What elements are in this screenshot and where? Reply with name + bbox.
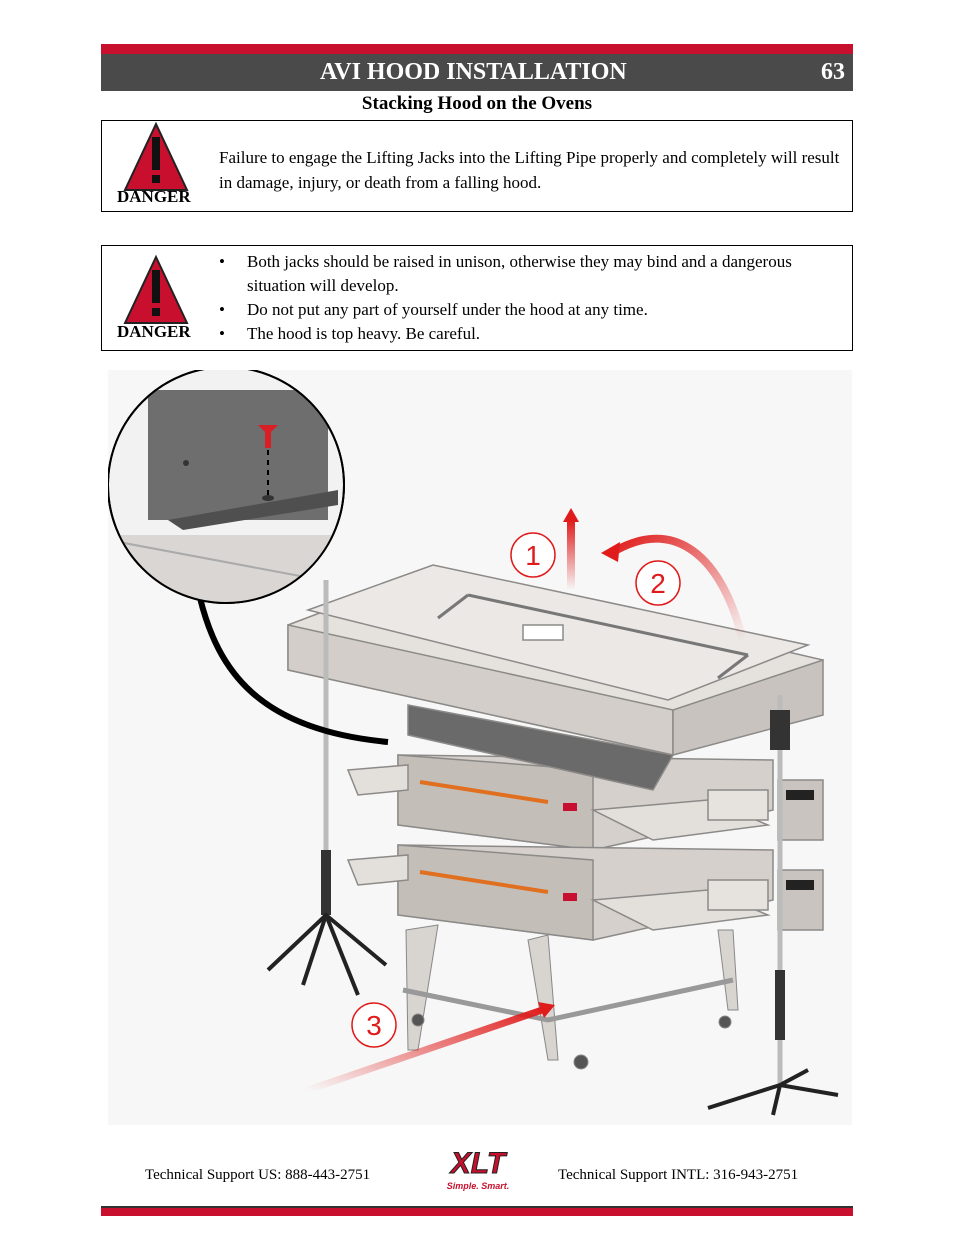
danger-item: Do not put any part of yourself under th…: [219, 298, 840, 322]
step-1-circle: [510, 532, 556, 578]
warning-triangle-icon: [123, 254, 189, 324]
section-title: AVI HOOD INSTALLATION: [320, 59, 627, 85]
danger-item: Both jacks should be raised in unison, o…: [219, 250, 840, 298]
oven-stack: [346, 754, 824, 941]
avi-hood: [287, 564, 824, 791]
top-red-rule: [101, 44, 853, 54]
step-3-circle: [351, 1002, 397, 1048]
zoom-detail: [108, 370, 345, 604]
step-3-label: 3: [366, 1010, 382, 1041]
lifting-jacks: [266, 580, 839, 1116]
hood-stacking-illustration: 1 2 3: [108, 370, 852, 1125]
svg-text:Simple. Smart.: Simple. Smart.: [447, 1181, 510, 1191]
danger-label: DANGER: [117, 187, 191, 206]
step-2-label: 2: [650, 568, 666, 599]
warning-triangle-icon: [123, 121, 189, 191]
step-2-circle: [635, 560, 681, 606]
footer-support-intl: Technical Support INTL: 316-943-2751: [558, 1167, 799, 1183]
danger-text: Failure to engage the Lifting Jacks into…: [219, 148, 840, 192]
danger-box-lifting: DANGER Both jacks should be raised in un…: [101, 245, 853, 351]
xlt-logo: XLT Simple. Smart.: [447, 1147, 510, 1192]
danger-item: The hood is top heavy. Be careful.: [219, 322, 840, 346]
step-1-label: 1: [525, 540, 541, 571]
bottom-red-rule: [101, 1206, 853, 1216]
step-callouts: 1 2 3: [351, 532, 681, 1048]
page-number: 63: [821, 59, 845, 85]
svg-text:XLT: XLT: [449, 1147, 508, 1180]
footer-support-us: Technical Support US: 888-443-2751: [145, 1167, 371, 1183]
section-header: AVI HOOD INSTALLATION 63: [101, 54, 853, 91]
danger-list: Both jacks should be raised in unison, o…: [219, 250, 840, 346]
danger-label: DANGER: [117, 322, 191, 341]
motion-arrows: [306, 508, 747, 1094]
page-subtitle: Stacking Hood on the Ovens: [361, 93, 593, 114]
oven-stand: [402, 924, 739, 1070]
danger-box-falling-hood: DANGER Failure to engage the Lifting Jac…: [101, 120, 853, 212]
